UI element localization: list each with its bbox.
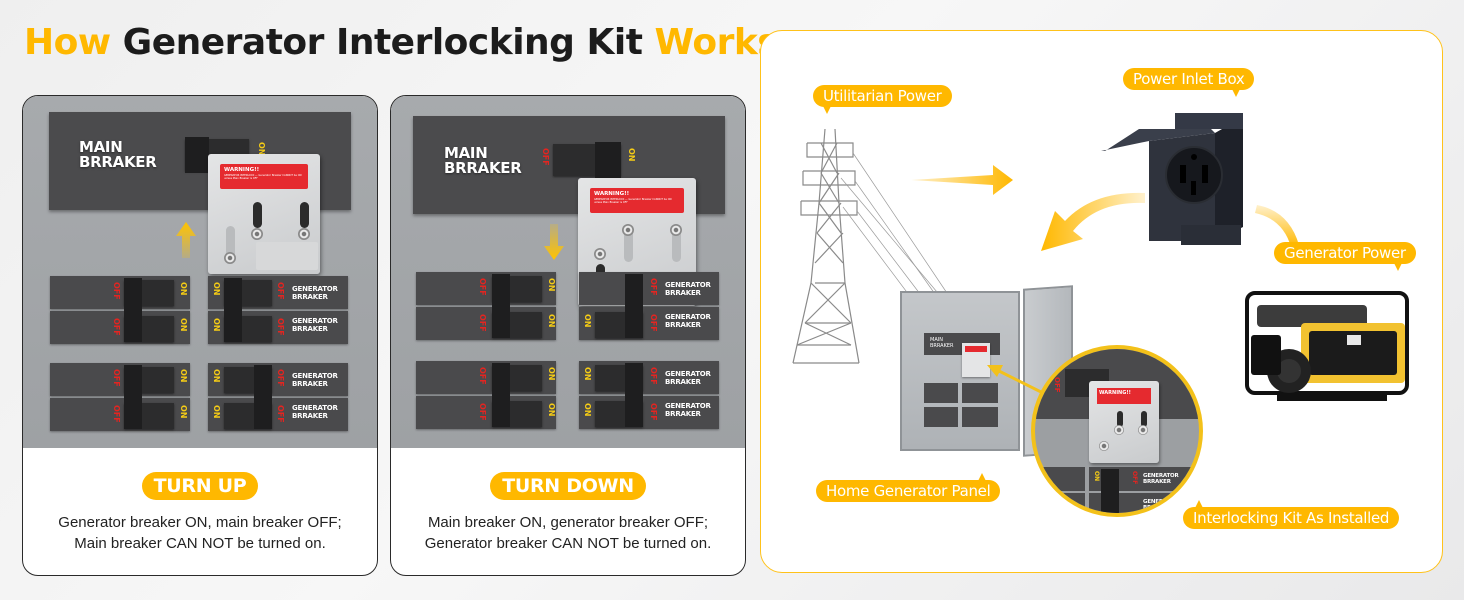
main-breaker-toggle[interactable] [553,142,621,178]
interlock-plate[interactable]: WARNING!! GENERATOR INTERLOCK — Generato… [208,154,320,274]
main-on-label: ON [627,148,636,162]
main-breaker-label: MAIN BRRAKER [444,144,522,177]
home-generator-panel: MAIN BRRAKER [900,291,1020,451]
page-title: How Generator Interlocking Kit Works [24,22,779,63]
turn-up-caption: TURN UP Generator breaker ON, main break… [23,448,377,575]
screw-icon [224,252,236,264]
breaker-group-left-bottom: OFF OFF ON ON [416,361,556,429]
breaker-panel-scene: MAIN BRRAKER OFF ON WARNING!! GENERATOR … [391,96,745,448]
turn-up-description: Generator breaker ON, main breaker OFF; … [58,514,342,552]
installation-diagram-card: Utilitarian Power Power Inlet Box Genera… [760,30,1443,573]
arrow-right-icon [911,165,1013,195]
generator-power-label: Generator Power [1274,242,1416,271]
turn-up-pill: TURN UP [141,472,259,500]
breaker-group-left-top: OFF OFF ON ON [50,276,190,344]
main-off-label: OFF [541,148,550,166]
screw-icon [251,228,263,240]
mini-interlock-plate [962,343,990,377]
title-middle: Generator Interlocking Kit [110,22,655,63]
down-arrow-icon [544,224,564,260]
main-on-label: ON [257,142,266,156]
utilitarian-power-label: Utilitarian Power [813,85,952,114]
warning-label: WARNING!! GENERATOR INTERLOCK — Generato… [590,188,684,213]
title-how: How [24,22,111,63]
power-inlet-box-label: Power Inlet Box [1123,68,1255,97]
turn-down-card: MAIN BRRAKER OFF ON WARNING!! GENERATOR … [390,95,746,576]
breaker-group-left-bottom: OFF OFF ON ON [50,363,190,431]
breaker-panel-scene: MAIN BRRAKER OFF ON WARNING!! GENERATOR … [23,96,377,448]
title-works: Works [654,22,779,63]
warning-label: WARNING!! GENERATOR INTERLOCK — Generato… [220,164,308,189]
screw-icon [670,224,682,236]
turn-down-pill: TURN DOWN [490,472,646,500]
curved-arrow-left-icon [1041,192,1145,251]
screw-icon [622,224,634,236]
main-breaker-label: MAIN BRRAKER [79,138,157,171]
up-arrow-icon [176,222,196,258]
screw-icon [594,248,606,260]
turn-down-caption: TURN DOWN Main breaker ON, generator bre… [391,448,745,575]
breaker-group-left-top: OFF OFF ON ON [416,272,556,340]
home-generator-panel-label: Home Generator Panel [816,473,1001,502]
turn-down-description: Main breaker ON, generator breaker OFF; … [424,514,712,552]
power-inlet-box-icon [1101,113,1243,245]
turn-up-card: MAIN BRRAKER OFF ON WARNING!! GENERATOR … [22,95,378,576]
interlocking-kit-installed-label: Interlocking Kit As Installed [1183,500,1400,529]
generator-icon [1245,291,1409,401]
curved-arrow-down-icon [1255,205,1299,247]
screw-icon [298,228,310,240]
